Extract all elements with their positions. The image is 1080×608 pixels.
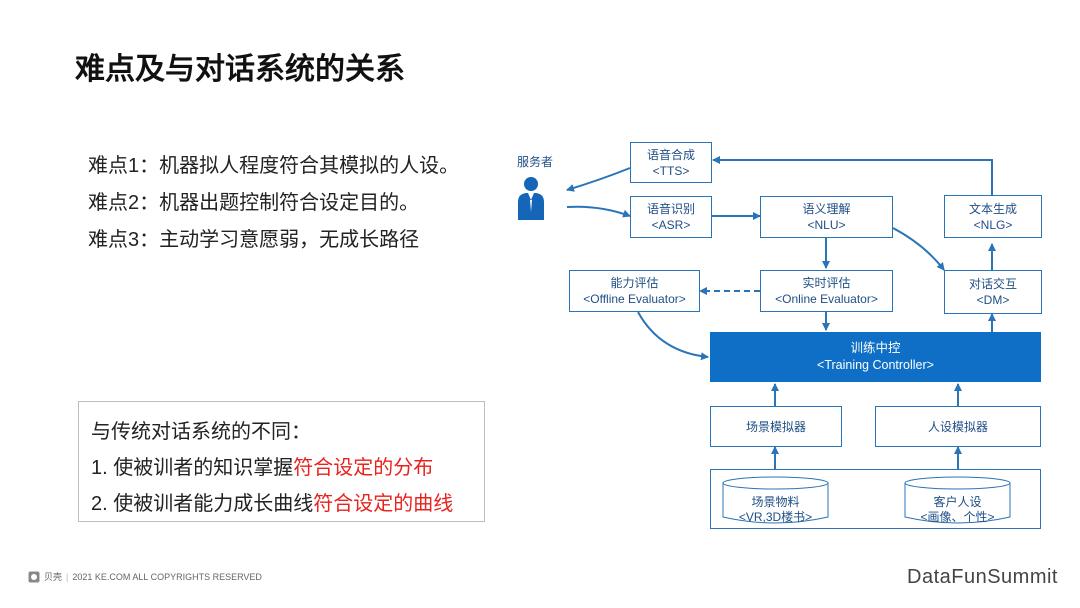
node-subtitle: <画像、个性>	[920, 510, 995, 524]
asr-node: 语音识别 <ASR>	[630, 196, 712, 238]
arrow-offline-to-controller	[637, 311, 709, 361]
brand-logo-icon	[28, 571, 40, 582]
node-title: 场景模拟器	[745, 419, 806, 434]
node-subtitle: <Training Controller>	[817, 358, 934, 372]
offline-evaluator-node: 能力评估 <Offline Evaluator>	[569, 270, 700, 312]
person-icon	[518, 177, 544, 220]
difficulty-item: 难点2：机器出题控制符合设定目的。	[88, 192, 420, 214]
node-subtitle: <NLU>	[807, 218, 846, 232]
copyright-text: 2021 KE.COM ALL COPYRIGHTS RESERVED	[72, 571, 262, 582]
persona-simulator-node: 人设模拟器	[875, 406, 1041, 447]
node-title: 语音识别	[646, 202, 695, 216]
difficulty-list: 难点1：机器拟人程度符合其模拟的人设。 难点2：机器出题控制符合设定目的。 难点…	[88, 148, 459, 259]
difficulty-item: 难点1：机器拟人程度符合其模拟的人设。	[88, 155, 460, 177]
difficulty-item: 难点3：主动学习意愿弱，无成长路径	[88, 229, 420, 251]
node-title: 语义理解	[802, 202, 851, 216]
difference-item: 1. 使被训者的知识掌握符合设定的分布	[91, 450, 484, 486]
node-title: 实时评估	[802, 276, 851, 290]
differences-heading: 与传统对话系统的不同：	[91, 421, 311, 443]
tts-node: 语音合成 <TTS>	[630, 142, 712, 183]
difference-item: 2. 使被训者能力成长曲线符合设定的曲线	[91, 486, 484, 522]
scene-material-store: 场景物料 <VR,3D楼书>	[722, 476, 829, 524]
dm-node: 对话交互 <DM>	[944, 270, 1042, 314]
difference-text: 1. 使被训者的知识掌握	[91, 457, 294, 479]
difference-highlight: 符合设定的曲线	[313, 493, 454, 515]
summit-logo-text: DataFunSummit	[907, 566, 1058, 588]
differences-box: 与传统对话系统的不同： 1. 使被训者的知识掌握符合设定的分布 2. 使被训者能…	[78, 401, 485, 522]
node-title: 人设模拟器	[927, 419, 988, 434]
agent-label: 服务者	[517, 155, 554, 169]
node-subtitle: <Online Evaluator>	[775, 292, 878, 306]
database-icon	[904, 476, 1011, 524]
node-title: 训练中控	[850, 341, 901, 355]
node-title: 场景物料	[751, 495, 800, 509]
training-controller-node: 训练中控 <Training Controller>	[710, 332, 1041, 382]
node-subtitle: <ASR>	[651, 218, 691, 232]
difference-text: 2. 使被训者能力成长曲线	[91, 493, 314, 515]
online-evaluator-node: 实时评估 <Online Evaluator>	[760, 270, 893, 312]
arrow-agent-to-asr	[566, 205, 631, 218]
brand-name: 贝壳	[44, 572, 63, 582]
node-title: 客户人设	[933, 495, 982, 509]
node-subtitle: <VR,3D楼书>	[738, 510, 813, 524]
node-subtitle: <DM>	[976, 293, 1010, 307]
node-title: 语音合成	[646, 147, 695, 162]
page-title: 难点及与对话系统的关系	[75, 53, 405, 86]
arrow-nlu-to-dm	[892, 227, 945, 271]
node-title: 能力评估	[610, 276, 659, 290]
database-icon	[722, 476, 829, 524]
difference-highlight: 符合设定的分布	[293, 457, 434, 479]
data-sources-container	[710, 469, 1041, 529]
scene-simulator-node: 场景模拟器	[710, 406, 842, 447]
nlu-node: 语义理解 <NLU>	[760, 196, 893, 238]
node-subtitle: <Offline Evaluator>	[583, 292, 686, 306]
nlg-node: 文本生成 <NLG>	[944, 195, 1042, 238]
node-title: 文本生成	[968, 201, 1017, 216]
node-subtitle: <NLG>	[973, 217, 1013, 232]
arrow-nlg-to-tts	[712, 156, 993, 195]
arrow-tts-to-agent	[566, 167, 631, 192]
footer-copyright: 贝壳 | 2021 KE.COM ALL COPYRIGHTS RESERVED	[28, 570, 262, 583]
node-title: 对话交互	[968, 277, 1017, 291]
customer-persona-store: 客户人设 <画像、个性>	[904, 476, 1011, 524]
node-subtitle: <TTS>	[652, 163, 690, 178]
